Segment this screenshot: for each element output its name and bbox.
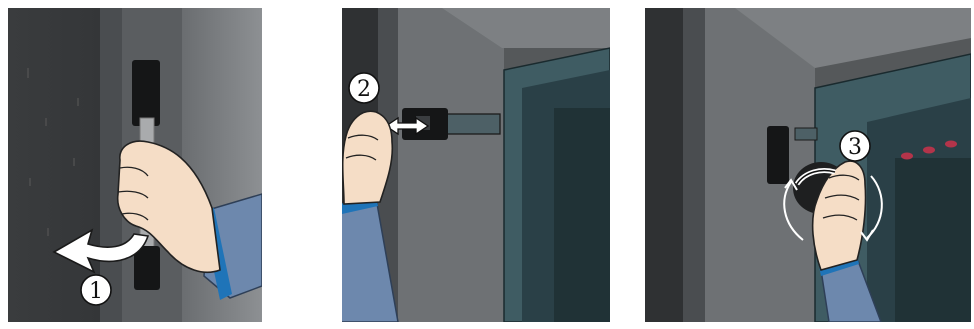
- cabinet-face: [398, 8, 504, 322]
- teal-panel-recess: [895, 158, 971, 322]
- handle-housing-top: [132, 60, 160, 126]
- step-1-number-badge: 1: [81, 275, 111, 305]
- step-3-panel: 3: [645, 8, 971, 322]
- step-2-number: 2: [357, 77, 371, 102]
- step-1-panel: 1: [8, 8, 262, 322]
- latch-arm: [795, 128, 817, 140]
- step-1-number: 1: [89, 279, 103, 304]
- teal-panel-recess: [554, 108, 610, 322]
- latch-body: [767, 126, 789, 184]
- left-door-edge: [645, 8, 683, 322]
- step-2-number-badge: 2: [349, 73, 379, 103]
- step-2-illustration: 2: [342, 8, 610, 322]
- step-1-illustration: 1: [8, 8, 262, 322]
- door-frame: [683, 8, 705, 322]
- step-2-panel: 2: [342, 8, 610, 322]
- door-edge: [100, 8, 122, 322]
- step-3-number-badge: 3: [840, 131, 870, 161]
- step-3-illustration: 3: [645, 8, 971, 322]
- step-3-number: 3: [848, 135, 862, 160]
